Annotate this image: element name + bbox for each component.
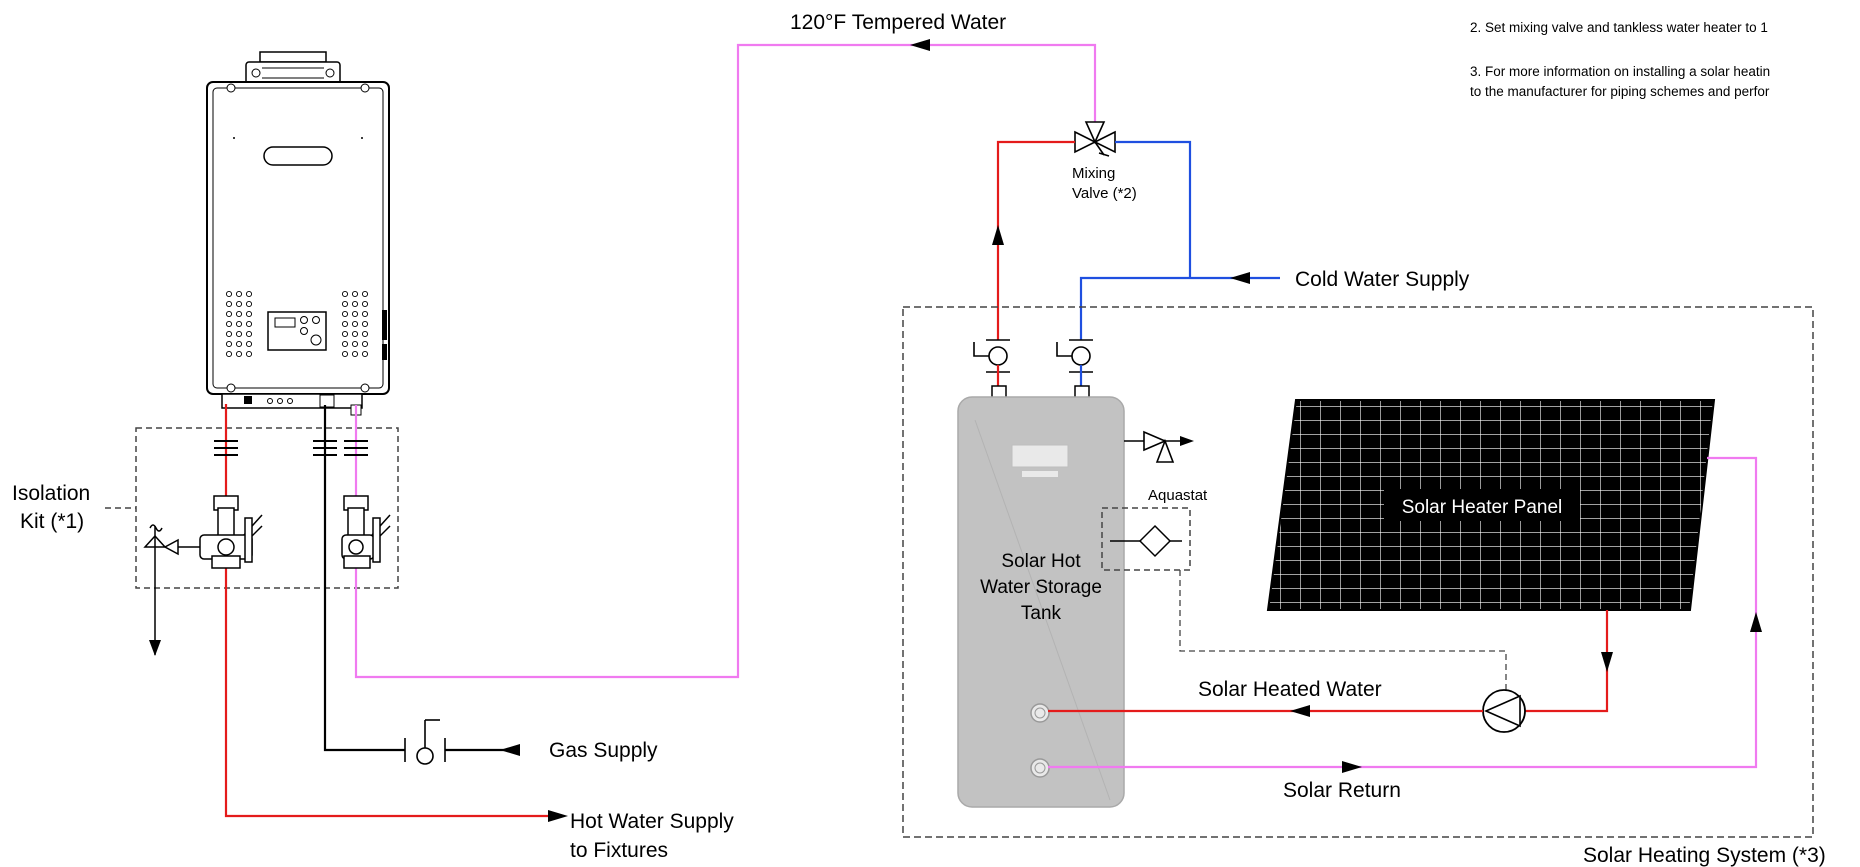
gas-arrow xyxy=(500,744,520,756)
relief-drain-arrow xyxy=(149,640,161,656)
mixing-valve-label-1: Mixing xyxy=(1072,165,1115,182)
solar-heating-system-box xyxy=(902,306,1814,838)
note-3-line-2: to the manufacturer for piping schemes a… xyxy=(1470,84,1770,99)
inlet-union xyxy=(344,440,368,456)
isolation-kit-label-2: Kit (*1) xyxy=(20,510,84,533)
solar-return-label: Solar Return xyxy=(1283,779,1401,802)
hot-isolation-valve xyxy=(199,495,263,569)
cold-supply-arrow xyxy=(1230,272,1250,284)
tank-hot-valve xyxy=(973,339,1010,373)
gas-union xyxy=(313,440,337,456)
solar-heating-system-label: Solar Heating System (*3) xyxy=(1583,844,1826,867)
solar-storage-tank xyxy=(957,396,1125,808)
cold-water-supply-label: Cold Water Supply xyxy=(1295,268,1470,291)
hot-water-supply-label-1: Hot Water Supply xyxy=(570,810,734,833)
tempered-water-label: 120°F Tempered Water xyxy=(790,11,1006,34)
hot-water-supply-label-2: to Fixtures xyxy=(570,839,668,862)
aquastat-control-wire xyxy=(1179,570,1507,690)
gas-pipe xyxy=(323,405,505,752)
note-2: 2. Set mixing valve and tankless water h… xyxy=(1470,20,1768,35)
tank-label-1: Solar Hot xyxy=(1001,551,1081,572)
note-3-line-1: 3. For more information on installing a … xyxy=(1470,64,1770,79)
mixing-valve xyxy=(1074,121,1116,157)
aquastat-box xyxy=(1101,507,1191,571)
hot-union xyxy=(214,440,238,456)
mixing-valve-label-2: Valve (*2) xyxy=(1072,185,1137,202)
gas-shutoff-valve xyxy=(404,719,446,765)
tank-hot-arrow xyxy=(992,225,1004,245)
aquastat-sensor xyxy=(1110,524,1182,558)
gas-supply-label: Gas Supply xyxy=(549,739,658,762)
solar-return-arrow xyxy=(1342,761,1362,773)
panel-return-arrow xyxy=(1750,612,1762,632)
solar-supply-pipe xyxy=(1524,610,1609,713)
tempered-water-pipe xyxy=(354,43,1097,679)
solar-heated-arrow xyxy=(1290,705,1310,717)
hot-water-arrow xyxy=(548,810,568,822)
tempered-arrow xyxy=(910,39,930,51)
cold-isolation-valve xyxy=(341,495,391,569)
cold-supply-pipe xyxy=(1079,276,1280,340)
tank-hot-outlet-pipe xyxy=(996,140,1075,340)
tankless-water-heater xyxy=(206,51,390,416)
tank-label-2: Water Storage xyxy=(980,577,1102,598)
tank-label-3: Tank xyxy=(1021,603,1062,624)
solar-panel-label-bg xyxy=(1384,489,1580,521)
tank-cold-valve xyxy=(1056,339,1093,373)
aquastat-label: Aquastat xyxy=(1148,487,1208,504)
isolation-kit-label-1: Isolation xyxy=(12,482,90,505)
cold-to-mixer-pipe xyxy=(1115,140,1192,278)
tank-relief-valve xyxy=(1124,430,1182,463)
hot-water-pipe xyxy=(224,404,548,818)
solar-heated-water-label: Solar Heated Water xyxy=(1198,678,1382,701)
pressure-relief-valve xyxy=(143,524,200,655)
solar-panel-label: Solar Heater Panel xyxy=(1402,497,1563,518)
